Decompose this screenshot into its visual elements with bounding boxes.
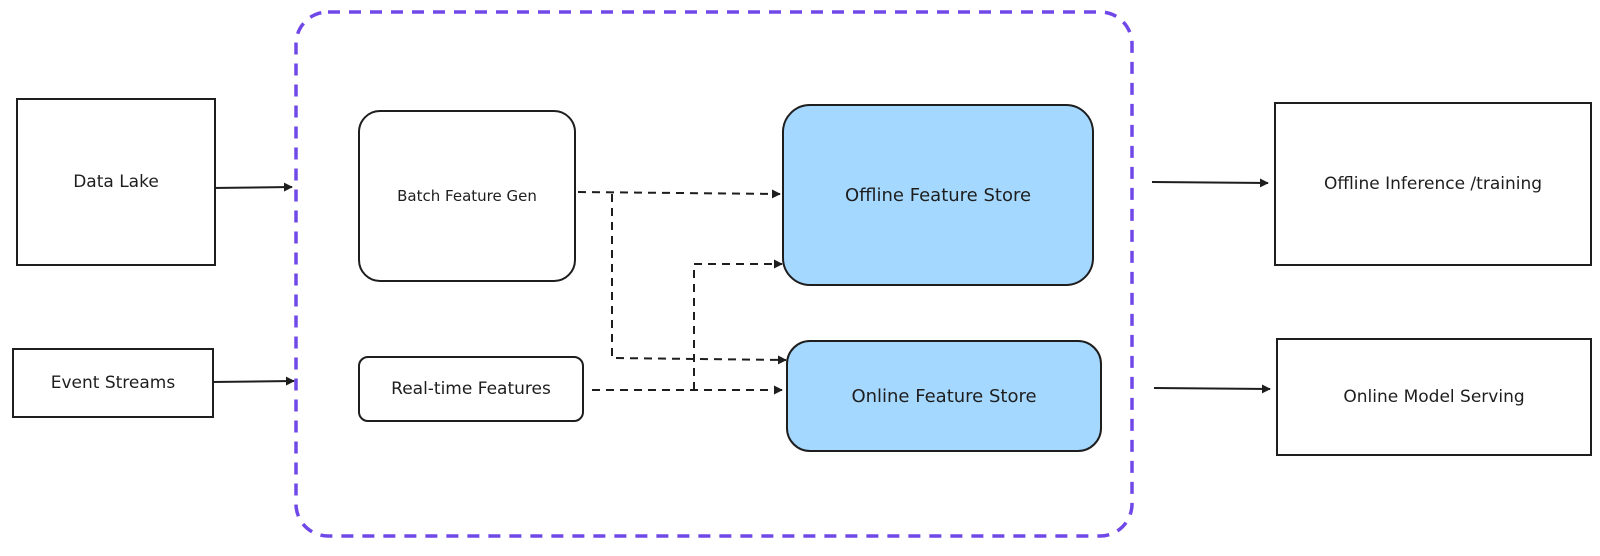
arrow-offline-store-to-inference <box>1151 178 1269 188</box>
arrow-online-store-to-serving <box>1153 384 1271 394</box>
offline-inference-label: Offline Inference /training <box>1323 174 1543 194</box>
arrow-batch-to-offline-store <box>577 189 781 199</box>
batch-feature-gen-node[interactable]: Batch Feature Gen <box>358 110 576 282</box>
offline-inference-node[interactable]: Offline Inference /training <box>1274 102 1592 266</box>
arrow-data-lake-to-platform <box>211 182 293 192</box>
online-feature-store-label: Online Feature Store <box>851 385 1037 407</box>
event-streams-label: Event Streams <box>50 373 176 393</box>
data-lake-label: Data Lake <box>73 172 159 192</box>
realtime-features-label: Real-time Features <box>391 379 551 399</box>
arrow-event-streams-to-platform <box>211 376 295 386</box>
offline-feature-store-node[interactable]: Offline Feature Store <box>782 104 1094 286</box>
data-lake-node[interactable]: Data Lake <box>16 98 216 266</box>
online-model-serving-label: Online Model Serving <box>1343 387 1525 407</box>
online-feature-store-node[interactable]: Online Feature Store <box>786 340 1102 452</box>
batch-feature-gen-label: Batch Feature Gen <box>397 187 537 205</box>
arrow-realtime-to-offline-store <box>693 259 783 390</box>
offline-feature-store-label: Offline Feature Store <box>844 184 1032 206</box>
online-model-serving-node[interactable]: Online Model Serving <box>1276 338 1592 456</box>
realtime-features-node[interactable]: Real-time Features <box>358 356 584 422</box>
arrow-batch-to-online-store <box>611 194 787 365</box>
event-streams-node[interactable]: Event Streams <box>12 348 214 418</box>
feature-platform-boundary <box>294 10 1134 538</box>
